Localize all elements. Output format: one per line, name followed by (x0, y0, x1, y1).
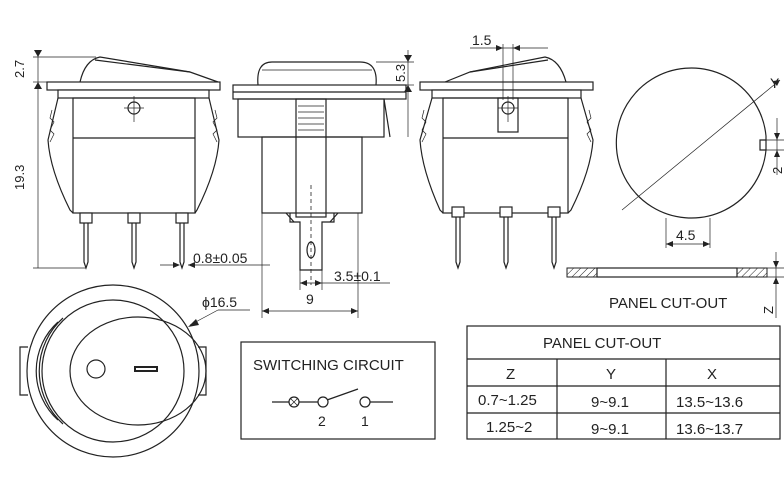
dim-0-8: 0.8±0.05 (193, 250, 248, 266)
front-view: 2.7 19.3 0.8±0.05 (12, 50, 270, 270)
table-cell: 1.25~2 (486, 419, 532, 436)
terminal-2-label: 2 (318, 413, 326, 429)
dim-2: 2 (770, 167, 784, 174)
dim-3-5: 3.5±0.1 (334, 268, 381, 284)
dim-4-5: 4.5 (676, 227, 696, 243)
table-cell: 9~9.1 (591, 394, 629, 411)
table-cell: 0.7~1.25 (478, 392, 537, 409)
top-view: ϕ16.5 (19, 284, 250, 458)
table-cell: 13.6~13.7 (676, 421, 743, 438)
panel-cutout-view: Y 2 4.5 Z PANEL CUT-OUT (566, 67, 784, 318)
dim-phi-16-5: ϕ16.5 (202, 294, 237, 310)
rear-view: 1.5 (419, 32, 594, 270)
table-header-y: Y (606, 366, 616, 383)
dim-5-3: 5.3 (393, 64, 408, 82)
table-header-z: Z (506, 366, 515, 383)
switching-circuit-title: SWITCHING CIRCUIT (253, 357, 404, 374)
table-cell: 9~9.1 (591, 421, 629, 438)
dim-Z: Z (761, 306, 776, 314)
side-view: 5.3 3.5±0.1 9 (232, 50, 414, 318)
terminal-1-label: 1 (361, 413, 369, 429)
table-title: PANEL CUT-OUT (543, 335, 661, 352)
panel-cutout-label: PANEL CUT-OUT (609, 295, 727, 312)
dim-9: 9 (306, 291, 314, 307)
dim-Y: Y (770, 75, 780, 91)
table-cell: 13.5~13.6 (676, 394, 743, 411)
panel-cutout-table: PANEL CUT-OUT Z Y X 0.7~1.25 9~9.1 13.5~… (466, 325, 781, 440)
dim-2-7: 2.7 (12, 60, 27, 78)
table-header-x: X (707, 366, 717, 383)
dim-1-5: 1.5 (472, 32, 492, 48)
switching-circuit-box: SWITCHING CIRCUIT 2 1 (240, 341, 436, 440)
dim-19-3: 19.3 (12, 165, 27, 190)
